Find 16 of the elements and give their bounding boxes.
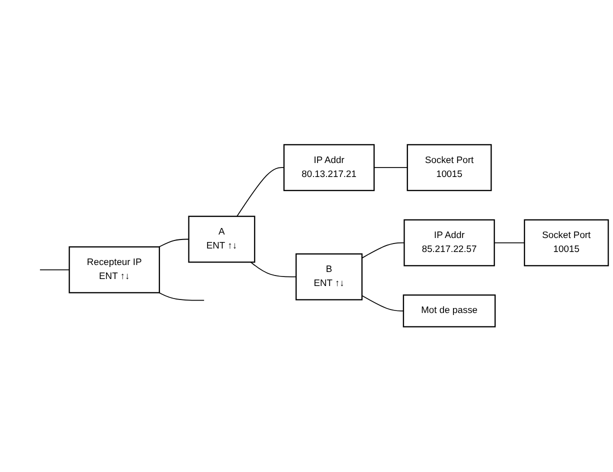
- node-box: Mot de passe: [402, 294, 496, 328]
- connector: [374, 167, 408, 168]
- connector: [158, 292, 205, 302]
- node-box: IP Addr 85.217.22.57: [404, 220, 495, 267]
- connector: [362, 295, 404, 312]
- node-box: Socket Port 10015: [406, 144, 492, 192]
- connector: [362, 242, 405, 259]
- node-box: A ENT ↑↓: [188, 216, 256, 263]
- node-box: IP Addr 80.13.217.21: [283, 144, 375, 192]
- node-box: Recepteur IP ENT ↑↓: [68, 246, 160, 294]
- connector: [236, 167, 284, 218]
- node-box: B ENT ↑↓: [296, 254, 363, 301]
- connector: [250, 262, 297, 278]
- connector: [494, 242, 525, 244]
- connector: [158, 239, 190, 248]
- node-box: Socket Port 10015: [524, 220, 609, 267]
